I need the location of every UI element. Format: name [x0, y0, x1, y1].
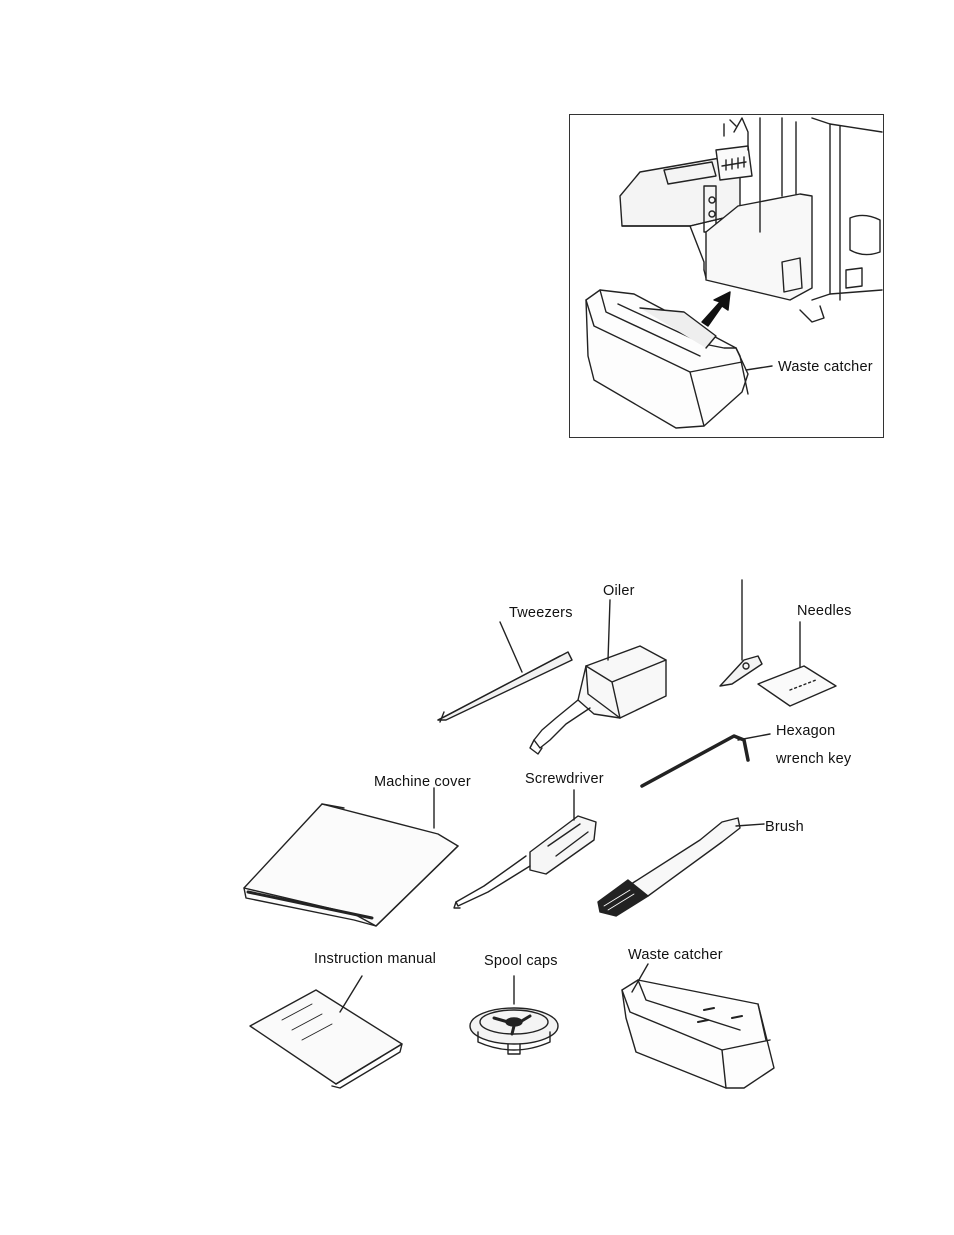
spool-cap-icon — [470, 1008, 558, 1054]
hexagon-label-line2: wrench key — [776, 750, 851, 768]
brush-label: Brush — [765, 818, 804, 836]
waste-catcher-callout: Waste catcher — [778, 358, 873, 376]
spool-caps-label: Spool caps — [484, 952, 558, 970]
tweezers-label: Tweezers — [509, 604, 573, 622]
needles-pack-icon — [758, 666, 836, 706]
machine-body-drawing — [620, 118, 882, 322]
tweezers-icon — [438, 652, 572, 722]
machine-cover-icon — [244, 804, 458, 926]
screwdriver-icon — [454, 816, 596, 908]
oiler-label: Oiler — [603, 582, 635, 600]
waste-catcher-bottom-icon — [622, 980, 774, 1088]
waste-catcher-leader-line — [746, 366, 772, 370]
needles-label: Needles — [797, 602, 852, 620]
machine-cover-label: Machine cover — [374, 773, 471, 791]
hexagon-label-line1: Hexagon — [776, 722, 835, 740]
insert-arrow-icon — [702, 292, 730, 326]
hexagon-wrench-icon — [642, 736, 748, 786]
screwdriver-label: Screwdriver — [525, 770, 604, 788]
instruction-manual-icon — [250, 990, 402, 1088]
waste-catcher-tray-drawing — [586, 290, 748, 428]
waste-catcher-label: Waste catcher — [628, 946, 723, 964]
needle-icon — [720, 656, 762, 686]
brush-icon — [598, 818, 740, 916]
instruction-manual-label: Instruction manual — [314, 950, 436, 968]
